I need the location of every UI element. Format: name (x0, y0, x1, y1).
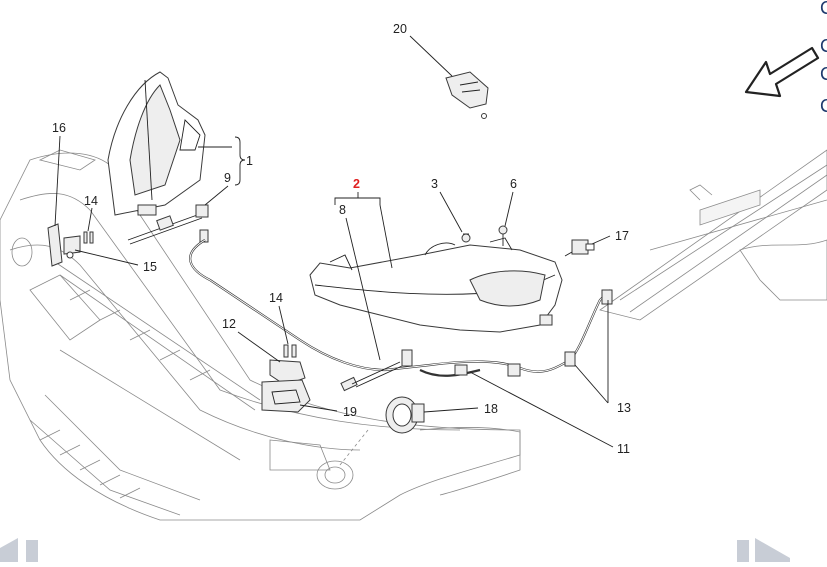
headlamp-assembly (107, 71, 206, 216)
control-module (445, 71, 489, 119)
previous-button[interactable] (0, 538, 38, 562)
svg-text:C: C (820, 36, 827, 56)
callout-3: 3 (431, 177, 438, 191)
svg-text:C: C (820, 96, 827, 116)
callout-15: 15 (143, 260, 157, 274)
clipped-edge-glyphs: C C C C (820, 0, 827, 116)
callout-9: 9 (224, 171, 231, 185)
chassis-rail (599, 149, 827, 321)
callout-2: 2 (353, 177, 360, 191)
callout-20: 20 (393, 22, 407, 36)
callout-14-left: 14 (84, 194, 98, 208)
level-sensor (564, 239, 595, 257)
leader-lines (54, 35, 614, 448)
callout-11: 11 (617, 442, 630, 456)
wiring-harness (189, 239, 613, 392)
crossbar-detail (39, 261, 261, 499)
headlamp-unit (309, 237, 563, 333)
callout-1: 1 (246, 154, 253, 168)
callout-16: 16 (52, 121, 66, 135)
callout-17: 17 (615, 229, 629, 243)
fog-lamp (339, 396, 425, 466)
next-button[interactable] (737, 538, 790, 562)
callout-labels: 1 2 3 6 8 9 11 12 13 14 14 15 16 17 18 1… (52, 22, 631, 456)
callout-8: 8 (339, 203, 346, 217)
harness-connector (127, 204, 209, 245)
svg-text:C: C (820, 0, 827, 18)
callout-13: 13 (617, 401, 631, 415)
callout-14-center: 14 (269, 291, 283, 305)
callout-18: 18 (484, 402, 498, 416)
bracket-clips (83, 231, 306, 386)
mounting-screws (461, 225, 508, 246)
previous-arrow-icon (0, 538, 38, 562)
next-arrow-icon (737, 538, 790, 562)
direction-arrow-icon (744, 46, 820, 98)
callout-6: 6 (510, 177, 517, 191)
svg-text:C: C (820, 64, 827, 84)
side-bracket (47, 223, 81, 267)
fog-lamp-trim (261, 379, 311, 413)
callout-19: 19 (343, 405, 357, 419)
front-bumper-outline (0, 149, 521, 521)
callout-12: 12 (222, 317, 236, 331)
